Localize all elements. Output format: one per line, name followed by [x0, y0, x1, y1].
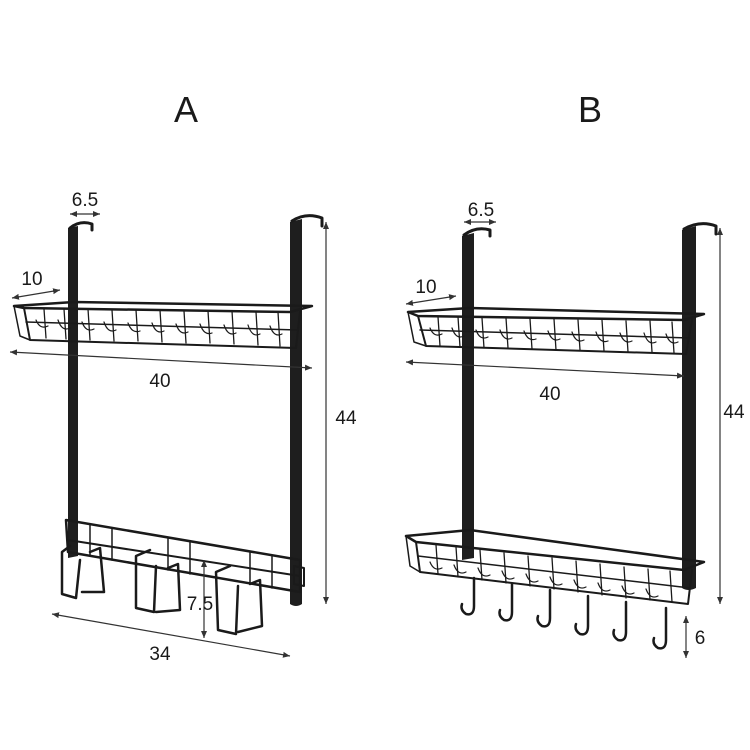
s-hook-2: [498, 582, 514, 622]
rack-a-hook-width-label: 6.5: [72, 190, 98, 211]
rack-b-right-post: [682, 222, 718, 590]
rack-b-dim-hook-drop: 6: [683, 616, 706, 658]
rack-a-bottom-rack: [60, 518, 305, 636]
s-hook-6: [652, 606, 668, 650]
rack-a-left-post: [68, 221, 94, 558]
rack-b-height-label: 44: [723, 402, 745, 423]
rack-a-depth-label: 10: [21, 269, 42, 290]
rack-b-top-basket: [406, 306, 706, 355]
rack-b: B: [404, 89, 745, 658]
rack-a-dim-depth: 10: [11, 269, 61, 300]
rack-b-hook-width-label: 6.5: [468, 200, 494, 221]
rack-a-right-post: [290, 214, 324, 606]
rack-a-hook-gap-label: 7.5: [187, 594, 213, 615]
rack-a-dim-width: 40: [9, 349, 313, 392]
rack-b-depth-label: 10: [415, 277, 436, 298]
rack-b-dim-width: 40: [405, 359, 685, 405]
rack-b-dim-hook-width: 6.5: [464, 200, 496, 225]
rack-b-width-label: 40: [539, 384, 560, 405]
rack-b-left-post: [462, 227, 492, 560]
rack-a-dim-hook-width: 6.5: [70, 190, 100, 217]
rack-a-top-basket: [12, 300, 314, 349]
s-hook-5: [612, 600, 628, 642]
s-hook-4: [574, 594, 590, 636]
rack-b-dim-height: 44: [717, 228, 745, 604]
s-hook-3: [536, 588, 552, 628]
rack-a-bottom-width-label: 34: [149, 644, 171, 665]
rack-a-title: A: [174, 89, 198, 130]
rack-b-dim-depth: 10: [405, 277, 457, 306]
rack-a-width-label: 40: [149, 371, 170, 392]
rack-a-dim-bottom-width: 34: [51, 612, 291, 665]
rack-a-height-label: 44: [335, 408, 357, 429]
rack-b-s-hooks: [460, 576, 668, 650]
rack-b-hook-drop-label: 6: [695, 628, 706, 649]
rack-a-dim-height: 44: [323, 222, 357, 604]
rack-a: A: [9, 89, 357, 665]
rack-b-bottom-basket: [404, 528, 706, 605]
rack-a-dim-hook-gap: 7.5: [187, 560, 213, 638]
s-hook-1: [460, 576, 476, 616]
rack-b-title: B: [578, 89, 602, 130]
